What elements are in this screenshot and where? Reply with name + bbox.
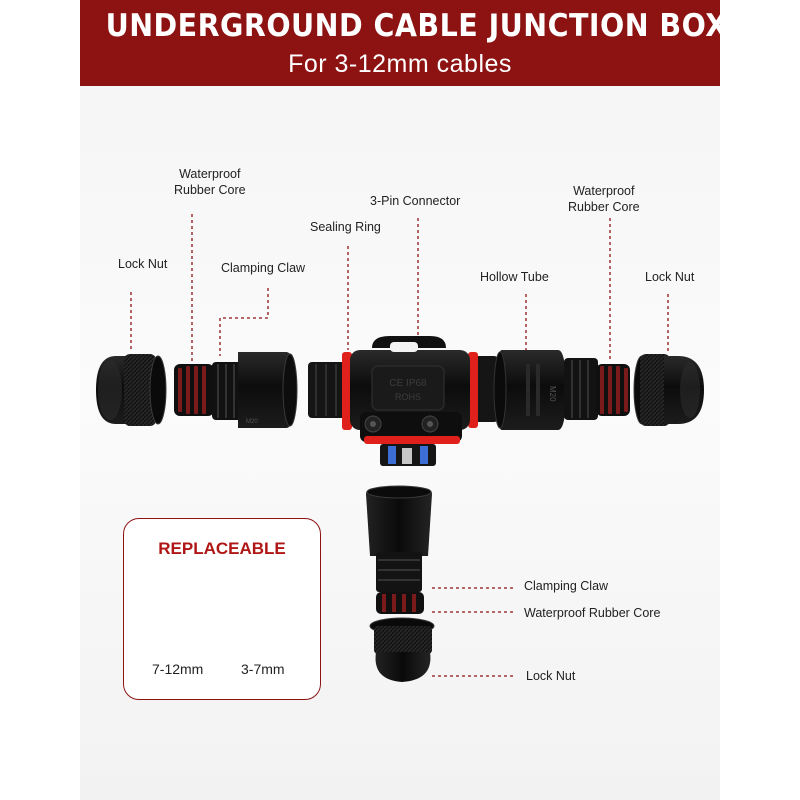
hollow-tube-right: M20 — [493, 350, 598, 430]
leader-clamping-claw-top — [219, 288, 269, 356]
lock-nut-right — [633, 354, 704, 426]
svg-text:M20: M20 — [246, 419, 258, 425]
clamping-claw-bottom — [366, 485, 432, 592]
label-waterproof-core-left: Waterproof Rubber Core — [174, 167, 246, 197]
clamping-claw-left: M20 — [212, 352, 298, 428]
label-lock-nut-bottom: Lock Nut — [526, 669, 576, 683]
label-waterproof-core-bottom: Waterproof Rubber Core — [524, 606, 661, 620]
label-lock-nut-left: Lock Nut — [118, 257, 168, 271]
product-canvas: UNDERGROUND CABLE JUNCTION BOX For 3-12m… — [80, 0, 720, 800]
waterproof-core-right — [596, 364, 630, 416]
title-banner: UNDERGROUND CABLE JUNCTION BOX For 3-12m… — [80, 0, 720, 86]
lock-nut-left — [96, 354, 167, 426]
insert-large-size: 7-12mm — [152, 661, 204, 677]
label-clamping-claw-bottom: Clamping Claw — [524, 579, 609, 593]
page-subtitle: For 3-12mm cables — [288, 50, 512, 78]
tube-marking: M20 — [548, 386, 557, 402]
label-pin-connector: 3-Pin Connector — [370, 194, 461, 208]
waterproof-core-left — [174, 364, 214, 416]
t-junction-body: CE IP68 ROHS — [308, 336, 498, 466]
label-clamping-claw-top: Clamping Claw — [221, 261, 306, 275]
replaceable-heading: REPLACEABLE — [158, 539, 286, 558]
replaceable-card: REPLACEABLE 7-12mm 3-7mm — [123, 518, 321, 700]
body-marking-front: CE IP68 — [389, 378, 427, 389]
label-waterproof-core-right: Waterproof Rubber Core — [568, 184, 640, 214]
lock-nut-bottom — [369, 617, 435, 682]
label-hollow-tube: Hollow Tube — [480, 270, 549, 284]
label-sealing-ring: Sealing Ring — [310, 220, 381, 234]
body-marking-sub: ROHS — [395, 392, 421, 402]
waterproof-core-bottom — [376, 592, 424, 614]
page-title: UNDERGROUND CABLE JUNCTION BOX — [105, 8, 720, 44]
insert-small-size: 3-7mm — [241, 661, 285, 677]
label-lock-nut-right: Lock Nut — [645, 270, 695, 284]
